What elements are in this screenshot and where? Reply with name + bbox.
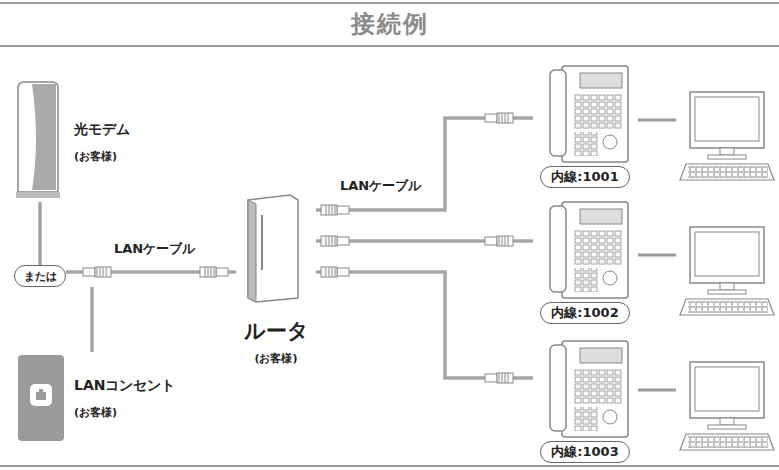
cable-label: LANケーブル — [112, 240, 197, 258]
phone-node: 内線:1001 — [533, 62, 637, 188]
node-text: LANコンセント — [74, 377, 172, 395]
node-text: (お客様) — [74, 149, 152, 164]
node-text: 内線:1003 — [540, 441, 629, 463]
node-text: (お客様) — [74, 405, 172, 420]
lan-cable — [316, 272, 533, 378]
or-pill: または — [14, 265, 66, 287]
node-text: 光モデム — [74, 121, 152, 139]
phone-node: 内線:1002 — [533, 198, 637, 324]
node-text: 内線:1001 — [540, 166, 629, 188]
lan-cable — [38, 202, 42, 265]
node-text: または — [24, 269, 57, 284]
modem-node: 光モデム (お客様) — [12, 82, 152, 202]
cable-label: LANケーブル — [338, 177, 423, 195]
node-text: ルータ — [244, 317, 309, 345]
lan-cable — [90, 287, 94, 352]
lan-cable — [316, 118, 533, 210]
outlet-node: LANコンセント (お客様) — [12, 352, 172, 444]
diagram-title: 接続例 — [0, 8, 779, 40]
node-text: (お客様) — [254, 351, 297, 366]
node-text: 内線:1002 — [540, 302, 629, 324]
phone-node: 内線:1003 — [533, 337, 637, 463]
router-node: ルータ (お客様) — [236, 190, 316, 366]
